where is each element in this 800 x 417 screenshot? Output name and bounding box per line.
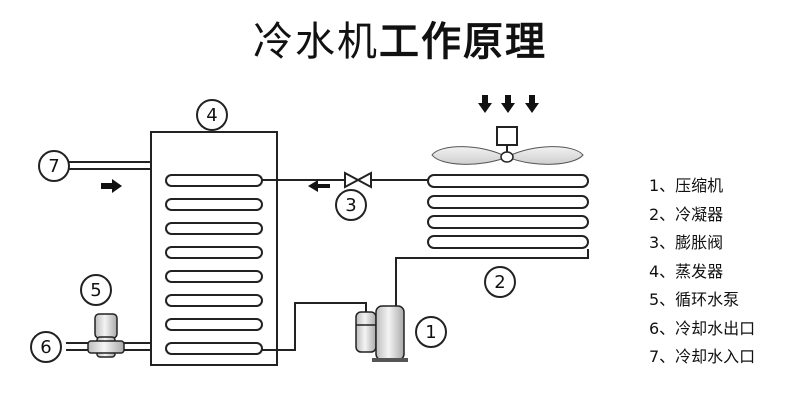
compressor-icon (355, 305, 408, 362)
title-part-1: 冷水机 (253, 19, 379, 65)
legend-item-circulation-pump: 5、循环水泵 (649, 290, 740, 309)
svg-text:3: 3 (345, 195, 356, 216)
legend-item-expansion-valve: 3、膨胀阀 (649, 233, 724, 252)
marker-3: 3 (335, 189, 367, 221)
legend-item-condenser: 2、冷凝器 (649, 204, 724, 224)
evaporator-coil (165, 174, 263, 355)
refrigerant-line-suction (262, 302, 367, 351)
svg-text:2: 2 (494, 272, 505, 293)
marker-4: 4 (196, 99, 228, 131)
marker-1: 1 (415, 316, 447, 348)
svg-text:7: 7 (48, 156, 59, 177)
marker-7: 7 (38, 150, 70, 182)
expansion-valve-icon (344, 171, 372, 189)
page-title: 冷水机工作原理 (0, 14, 800, 70)
svg-text:5: 5 (90, 280, 101, 301)
marker-2: 2 (484, 266, 516, 298)
right-arrow-icon (101, 179, 122, 193)
pump-icon (87, 313, 125, 358)
title-part-2: 工作原理 (379, 19, 547, 65)
fan-icon (431, 126, 584, 165)
cooling-water-inlet-pipe (66, 161, 151, 170)
legend-item-compressor: 1、压缩机 (649, 176, 724, 195)
svg-text:1: 1 (425, 322, 436, 343)
evaporator-tank (150, 131, 278, 366)
refrigerant-line-condenser-to-compressor (395, 249, 589, 310)
marker-5: 5 (80, 274, 112, 306)
condenser-coil (427, 174, 589, 249)
legend-item-evaporator: 4、蒸发器 (649, 261, 724, 281)
down-arrow-icon (478, 95, 539, 113)
marker-6: 6 (30, 331, 62, 363)
left-arrow-icon (308, 180, 330, 192)
legend: 1、压缩机 2、冷凝器 3、膨胀阀 4、蒸发器 5、循环水泵 6、冷却水出口 7… (649, 172, 799, 372)
legend-item-cooling-water-outlet: 6、冷却水出口 (649, 318, 756, 338)
svg-text:6: 6 (40, 337, 51, 358)
svg-text:4: 4 (206, 105, 217, 126)
legend-item-cooling-water-inlet: 7、冷却水入口 (649, 347, 756, 366)
